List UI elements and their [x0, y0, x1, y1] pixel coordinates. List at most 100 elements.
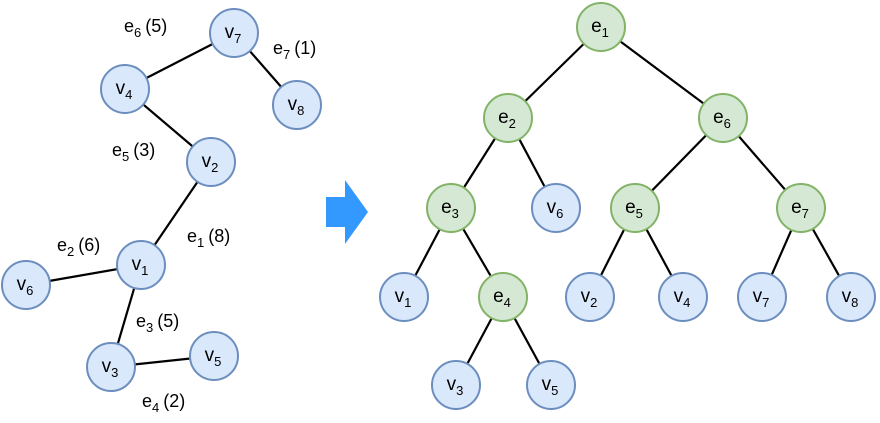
edge-label-e3: e3 (5): [136, 311, 179, 335]
tree-label-t_v1: v1: [395, 286, 412, 310]
edge-node-circle: [483, 93, 533, 143]
vertex-circle: [86, 342, 136, 392]
tree-node-t_e7: e7: [776, 183, 826, 233]
tree-node-t_e2: e2: [483, 93, 533, 143]
edge-label-e4: e4(2): [142, 391, 185, 415]
tree-label-t_e3: e3: [441, 197, 459, 221]
tree-label-t_v5-letter: v: [542, 374, 552, 395]
vertex-label-v5: v5: [205, 345, 222, 369]
tree-label-t_e5-letter: e: [625, 197, 636, 218]
graph-node-v4: v4: [100, 64, 150, 114]
graph-node-v2: v2: [186, 137, 236, 187]
tree-label-t_e1: e1: [591, 16, 609, 40]
tree-node-t_v3: v3: [431, 360, 481, 410]
vertex-label-v1-subscript: 1: [141, 263, 148, 278]
graph-node-v6: v6: [1, 260, 51, 310]
tree-label-t_v1-letter: v: [395, 286, 405, 307]
graph-node-v7: v7: [209, 8, 259, 58]
tree-node-t_e6: e6: [698, 93, 748, 143]
tree-label-t_v4: v4: [674, 286, 691, 310]
tree-label-t_e7-subscript: 7: [802, 206, 809, 221]
transform-arrow: [326, 180, 368, 244]
tree-label-t_e3-subscript: 3: [452, 206, 459, 221]
edge-label-weight: (2): [163, 391, 185, 411]
tree-label-t_e3-letter: e: [441, 197, 452, 218]
tree-label-t_e4-subscript: 4: [504, 295, 511, 310]
edge-label-weight: (8): [208, 226, 230, 246]
vertex-node-circle: [531, 183, 581, 233]
vertex-label-v2: v2: [202, 151, 219, 175]
vertex-label-v8-letter: v: [288, 94, 298, 115]
tree-node-t_v2: v2: [565, 272, 615, 322]
vertex-node-circle: [826, 272, 876, 322]
tree-label-t_v7-subscript: 7: [762, 295, 769, 310]
graph-node-v8: v8: [272, 80, 322, 130]
edge-label-letter: e: [187, 226, 197, 246]
vertex-label-v3-letter: v: [102, 356, 112, 377]
tree-label-t_v2: v2: [581, 286, 598, 310]
vertex-label-v7: v7: [225, 22, 242, 46]
edge-label-subscript: 7: [283, 47, 290, 62]
tree-label-t_e6-letter: e: [713, 107, 724, 128]
right-arrow-icon: [326, 180, 368, 244]
edge-label-subscript: 5: [122, 149, 129, 164]
vertex-circle: [272, 80, 322, 130]
tree-node-t_v8: v8: [826, 272, 876, 322]
graph-node-v1: v1: [116, 240, 166, 290]
tree-node-t_e4: e4: [478, 272, 528, 322]
tree-node-t_e5: e5: [610, 183, 660, 233]
edge-node-circle: [426, 183, 476, 233]
tree-label-t_e5-subscript: 5: [636, 206, 643, 221]
edge-node-circle: [776, 183, 826, 233]
tree-label-t_v5: v5: [542, 374, 559, 398]
tree-label-t_v4-subscript: 4: [683, 295, 690, 310]
vertex-label-v5-letter: v: [205, 345, 215, 366]
vertex-node-circle: [737, 272, 787, 322]
tree-label-t_e5: e5: [625, 197, 643, 221]
vertex-label-v5-subscript: 5: [214, 354, 221, 369]
tree-label-t_e7-letter: e: [791, 197, 802, 218]
tree-label-t_e2-letter: e: [498, 107, 509, 128]
edge-label-subscript: 3: [146, 320, 153, 335]
vertex-label-v2-letter: v: [202, 151, 212, 172]
vertex-circle: [1, 260, 51, 310]
tree-node-t_v7: v7: [737, 272, 787, 322]
tree-label-t_e4: e4: [493, 286, 511, 310]
tree-label-t_v8: v8: [842, 286, 859, 310]
tree-link-t_e1-t_e6: [600, 26, 724, 119]
tree-label-t_v8-letter: v: [842, 286, 852, 307]
vertex-label-v6: v6: [17, 274, 34, 298]
vertex-label-v1: v1: [132, 254, 149, 278]
edge-label-letter: e: [112, 140, 122, 160]
edge-label-e1: e1(8): [187, 226, 230, 250]
edge-label-weight: (5): [157, 311, 179, 331]
tree-node-t_e1: e1: [576, 2, 626, 52]
vertex-label-v4-letter: v: [116, 78, 126, 99]
edge-label-letter: e: [124, 16, 134, 36]
left-graph-edge-labels: e6(5)e7(1)e5(3)e1(8)e2(6)e3(5)e4(2): [57, 16, 316, 415]
tree-label-t_v2-letter: v: [581, 286, 591, 307]
edge-label-weight: (6): [78, 235, 100, 255]
tree-label-t_e6: e6: [713, 107, 731, 131]
edge-label-e7: e7(1): [273, 38, 316, 62]
edge-label-e5: e5(3): [112, 140, 155, 164]
tree-label-t_v4-letter: v: [674, 286, 684, 307]
tree-label-t_v3-subscript: 3: [456, 383, 463, 398]
edge-label-letter: e: [273, 38, 283, 58]
vertex-circle: [186, 137, 236, 187]
tree-label-t_v6: v6: [547, 197, 564, 221]
vertex-label-v6-letter: v: [17, 274, 27, 295]
tree-label-t_v7: v7: [753, 286, 770, 310]
tree-label-t_v8-subscript: 8: [851, 295, 858, 310]
edge-label-letter: e: [142, 391, 152, 411]
tree-label-t_e4-letter: e: [493, 286, 504, 307]
vertex-label-v7-letter: v: [225, 22, 235, 43]
edge-node-circle: [698, 93, 748, 143]
edge-label-subscript: 2: [67, 244, 74, 259]
tree-label-t_v2-subscript: 2: [590, 295, 597, 310]
tree-label-t_v3-letter: v: [447, 374, 457, 395]
edge-label-letter: e: [136, 311, 146, 331]
